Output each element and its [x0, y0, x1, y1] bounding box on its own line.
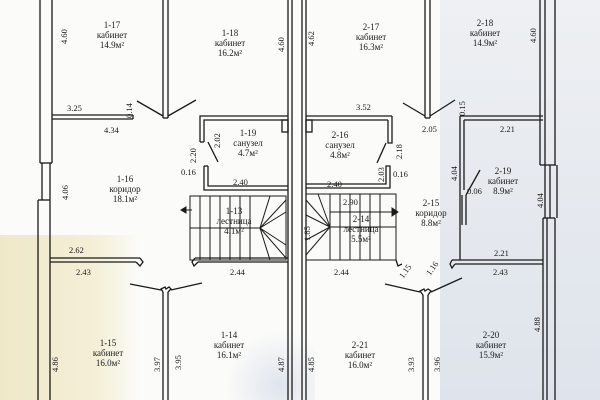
dim: 2.21	[500, 124, 515, 134]
paper-tint-shadow-2	[225, 330, 315, 400]
stairs-2-14	[305, 193, 399, 261]
wall-2-17-2-18	[402, 0, 456, 119]
dim: 2.43	[76, 267, 91, 277]
wall-left-outer	[37, 0, 53, 400]
wall-1-19	[199, 115, 289, 191]
dim: 4.34	[104, 125, 119, 135]
wall-1-15-top	[50, 257, 288, 268]
dim: 0.16	[393, 169, 408, 179]
dim: 3.52	[356, 102, 371, 112]
dim: 2.18	[394, 144, 404, 159]
wall-2-21-2-20	[384, 277, 463, 400]
dim: 4.06	[60, 185, 70, 200]
dim: 4.04	[449, 166, 459, 181]
wall-2-17-bottom	[306, 115, 393, 144]
dim: 2.44	[230, 267, 245, 277]
wall-right-outer	[539, 0, 558, 400]
dim: 2.40	[233, 177, 248, 187]
dim: 4.86	[50, 357, 60, 372]
dim: 3.97	[152, 357, 162, 372]
wall-2-20-top	[395, 259, 543, 270]
dim: 2.02	[212, 133, 222, 148]
dim: 4.88	[532, 317, 542, 332]
dim: 3.95	[173, 355, 183, 370]
dim: 4.60	[528, 28, 538, 43]
dim: 2.44	[334, 267, 349, 277]
dim: 2.05	[422, 124, 437, 134]
wall-1-17-1-18	[136, 0, 197, 119]
dim: 2.90	[343, 197, 358, 207]
dim: 4.85	[306, 357, 316, 372]
dim: 0.06	[467, 186, 482, 196]
dim: 3.96	[432, 357, 442, 372]
wall-1-15-1-14	[129, 282, 203, 400]
dim: 3.25	[67, 103, 82, 113]
stairs-1-13	[180, 195, 287, 261]
wall-1-17-bottom	[52, 114, 134, 120]
dim: 0.16	[181, 167, 196, 177]
wall-2-16	[305, 119, 391, 189]
wall-2-19	[459, 115, 543, 260]
dim: 0.15	[457, 101, 467, 116]
dim: 2.62	[69, 245, 84, 255]
dim: 0.14	[124, 103, 134, 118]
dim: 2.21	[494, 248, 509, 258]
dim: 1.85	[302, 226, 312, 241]
dim: 2.40	[327, 179, 342, 189]
dim: 2.20	[188, 148, 198, 163]
dim: 4.87	[276, 357, 286, 372]
dim: 2.43	[493, 267, 508, 277]
dim: 3.93	[406, 357, 416, 372]
paper-tint-shadow	[440, 0, 600, 400]
dim: 4.60	[59, 29, 69, 44]
dim: 4.62	[306, 31, 316, 46]
dim: 4.60	[276, 37, 286, 52]
dim: 2.03	[376, 167, 386, 182]
wall-center	[287, 0, 307, 400]
dim: 4.04	[535, 193, 545, 208]
